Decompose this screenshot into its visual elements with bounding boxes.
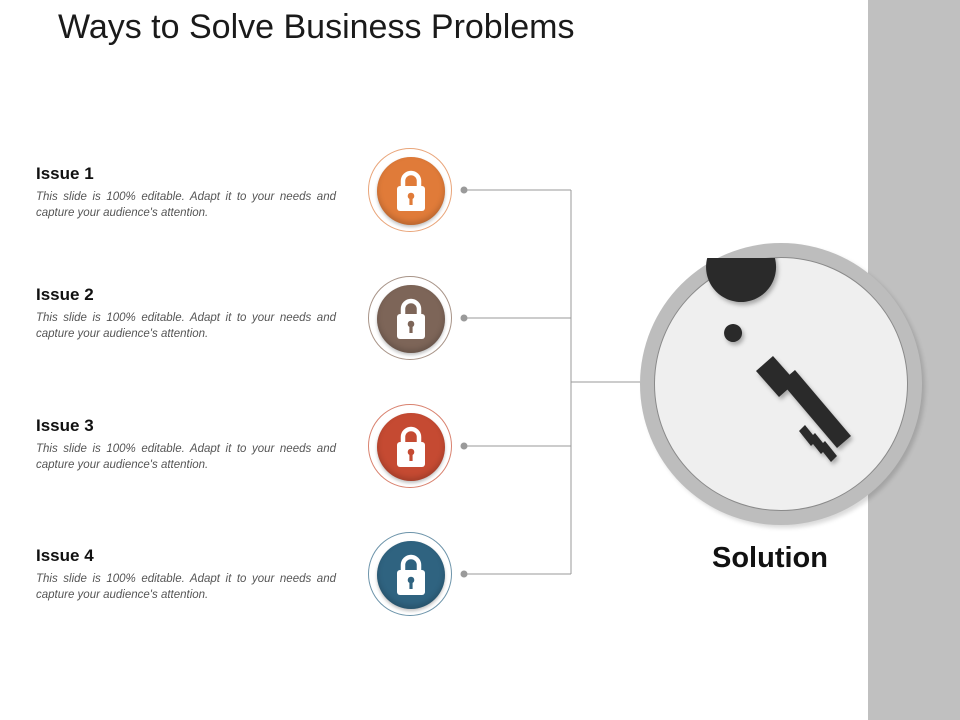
connector-dot-1: [460, 186, 468, 194]
issue-heading: Issue 4: [36, 546, 94, 565]
padlock-icon: [397, 170, 425, 211]
lock-disc: [377, 413, 445, 481]
solution-inner-circle: [654, 257, 908, 511]
connector-dot-3: [460, 442, 468, 450]
issue-2: Issue 2 This slide is 100% editable. Ada…: [36, 285, 336, 342]
issue-4: Issue 4 This slide is 100% editable. Ada…: [36, 546, 336, 603]
issue-description: This slide is 100% editable. Adapt it to…: [36, 443, 336, 471]
issue-3: Issue 3 This slide is 100% editable. Ada…: [36, 416, 336, 473]
issue-description: This slide is 100% editable. Adapt it to…: [36, 312, 336, 340]
connector-dot-4: [460, 570, 468, 578]
padlock-icon: [397, 298, 425, 339]
lock-disc: [377, 157, 445, 225]
key-icon: [706, 258, 851, 462]
padlock-icon: [397, 554, 425, 595]
padlock-icon: [397, 426, 425, 467]
solution-label: Solution: [712, 542, 828, 574]
lock-badge-1: [368, 148, 452, 232]
issue-description: This slide is 100% editable. Adapt it to…: [36, 191, 336, 219]
lock-badge-4: [368, 532, 452, 616]
lock-badge-3: [368, 404, 452, 488]
lock-disc: [377, 541, 445, 609]
issue-heading: Issue 2: [36, 285, 94, 304]
lock-badge-2: [368, 276, 452, 360]
issue-heading: Issue 1: [36, 164, 94, 183]
issue-description: This slide is 100% editable. Adapt it to…: [36, 573, 336, 601]
issue-1: Issue 1 This slide is 100% editable. Ada…: [36, 164, 336, 221]
page-title: Ways to Solve Business Problems: [58, 8, 575, 46]
lock-disc: [377, 285, 445, 353]
solution-circle: [640, 243, 922, 525]
connector-dot-2: [460, 314, 468, 322]
issue-heading: Issue 3: [36, 416, 94, 435]
